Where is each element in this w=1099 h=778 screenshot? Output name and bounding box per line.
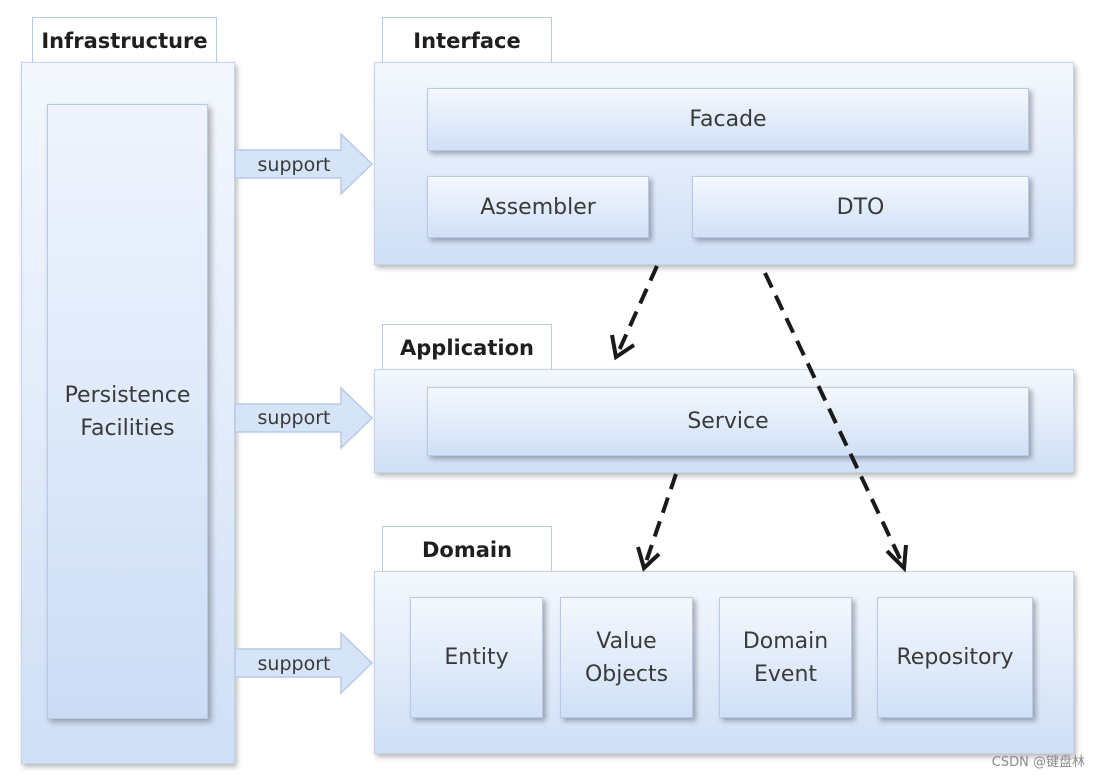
support-arrow-interface bbox=[234, 132, 374, 196]
support-label-interface: support bbox=[257, 154, 331, 176]
support-label-application: support bbox=[257, 407, 331, 429]
interface-title: Interface bbox=[413, 28, 521, 53]
domain-event-box: Domain Event bbox=[719, 597, 852, 718]
value-objects-label: Value Objects bbox=[584, 628, 669, 687]
support-arrow-application bbox=[234, 386, 374, 450]
assembler-label: Assembler bbox=[480, 194, 596, 220]
repository-label: Repository bbox=[896, 645, 1014, 670]
value-objects-box: Value Objects bbox=[560, 597, 693, 718]
service-label: Service bbox=[687, 409, 769, 434]
interface-tab: Interface bbox=[382, 17, 552, 63]
dependency-interface-to-repository bbox=[763, 272, 905, 566]
facade-box: Facade bbox=[427, 88, 1029, 151]
service-box: Service bbox=[427, 387, 1029, 456]
assembler-box: Assembler bbox=[427, 176, 649, 238]
application-tab: Application bbox=[382, 324, 552, 370]
facade-label: Facade bbox=[689, 107, 767, 132]
dependency-application-to-domain bbox=[643, 473, 678, 566]
dto-label: DTO bbox=[836, 194, 885, 220]
dependency-interface-arrowhead bbox=[610, 334, 636, 361]
persistence-facilities-box: Persistence Facilities bbox=[47, 104, 208, 719]
dependency-domain-arrowhead bbox=[636, 546, 661, 572]
dto-box: DTO bbox=[692, 176, 1029, 238]
watermark: CSDN @键盘林 bbox=[991, 755, 1085, 770]
infrastructure-tab: Infrastructure bbox=[32, 17, 217, 63]
dependency-repository-arrowhead bbox=[885, 544, 908, 573]
support-arrow-domain bbox=[234, 631, 374, 695]
support-label-domain: support bbox=[257, 653, 331, 675]
entity-box: Entity bbox=[410, 597, 543, 718]
entity-label: Entity bbox=[444, 645, 509, 670]
infrastructure-title: Infrastructure bbox=[41, 28, 208, 53]
dependency-interface-to-application bbox=[615, 265, 659, 356]
domain-title: Domain bbox=[421, 537, 513, 562]
domain-event-label: Domain Event bbox=[742, 628, 829, 687]
repository-box: Repository bbox=[877, 597, 1033, 718]
application-title: Application bbox=[400, 335, 534, 360]
domain-tab: Domain bbox=[382, 526, 552, 572]
persistence-facilities-label: Persistence Facilities bbox=[64, 382, 191, 441]
